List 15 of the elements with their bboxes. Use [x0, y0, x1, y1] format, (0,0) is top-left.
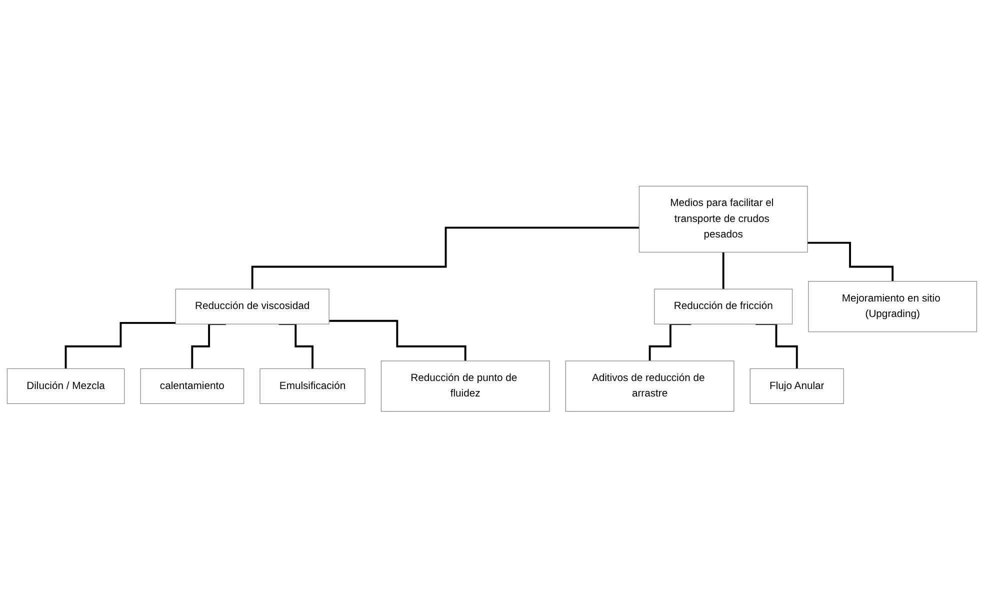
connector	[64, 322, 176, 370]
node-box: Aditivos de reducción de arrastre	[565, 360, 734, 412]
connector	[251, 226, 640, 290]
node-box: Reducción de fricción	[654, 288, 793, 325]
node-box: calentamiento	[140, 368, 244, 404]
connector	[808, 242, 894, 282]
node-box: Medios para facilitar el transporte de crudos pesados	[638, 186, 808, 253]
connector	[722, 251, 724, 290]
node-box: Dilución / Mezcla	[6, 368, 125, 404]
node-box: Reducción de punto de fluidez	[380, 360, 550, 412]
node-box: Mejoramiento en sitio (Upgrading)	[808, 281, 978, 332]
connector	[329, 320, 466, 362]
node-box: Flujo Anular	[750, 368, 844, 404]
node-box: Reducción de viscosidad	[175, 288, 330, 325]
node-box: Emulsificación	[260, 368, 366, 404]
